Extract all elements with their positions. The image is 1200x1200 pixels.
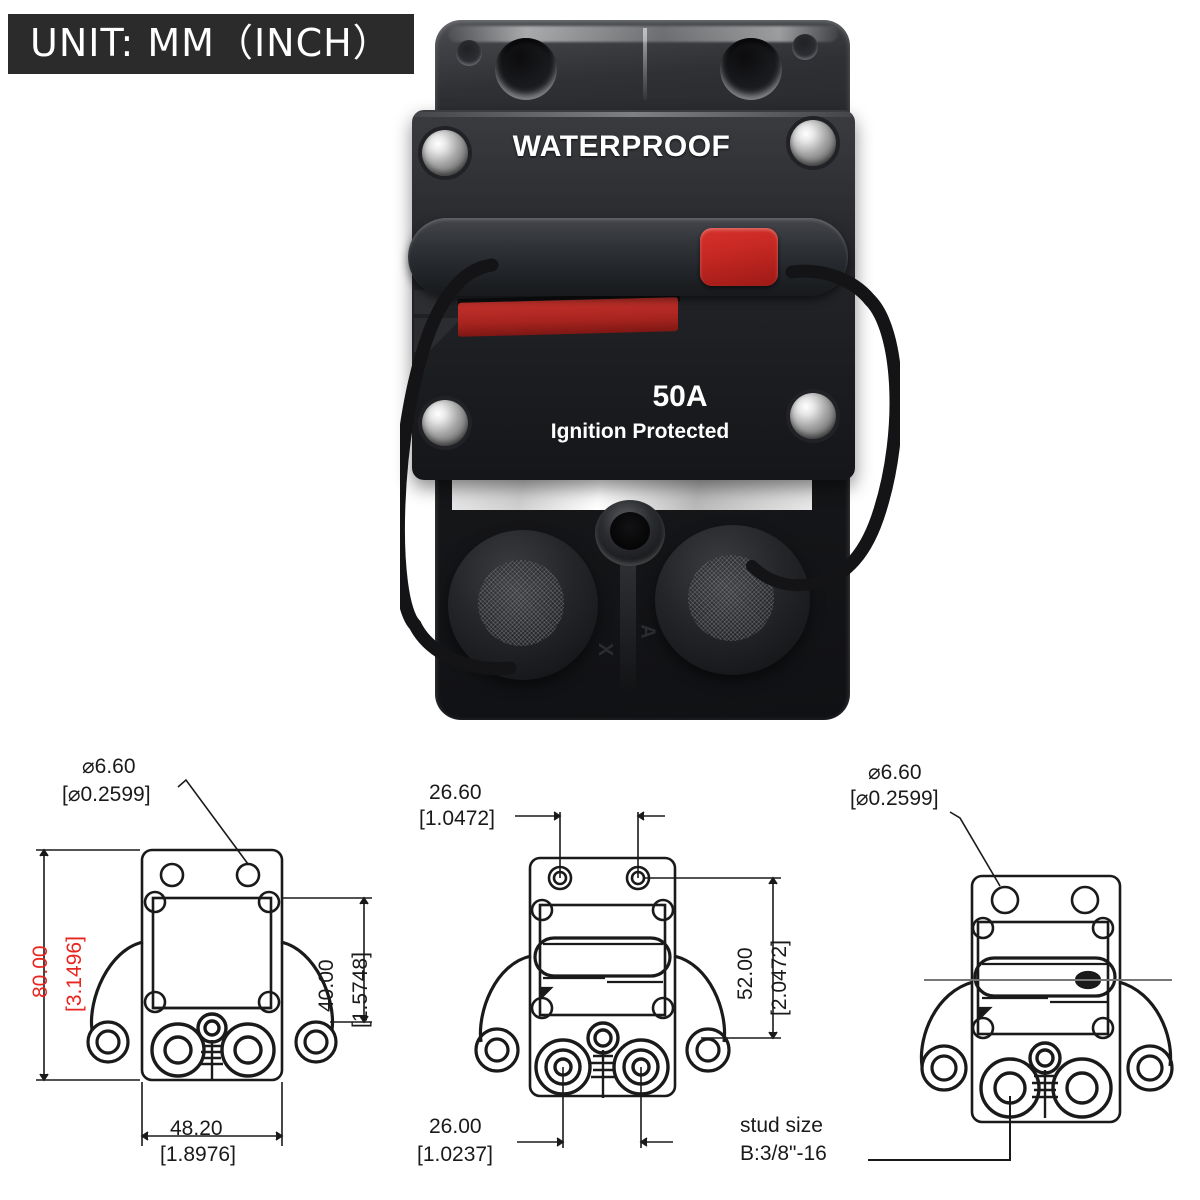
- breaker-housing-highlight: [412, 112, 855, 117]
- terminal-boot-left-texture: [478, 560, 564, 646]
- ignition-protected-label: Ignition Protected: [550, 420, 730, 443]
- plate-seam: [643, 28, 647, 100]
- front-hole-dia-mm: ⌀6.60: [82, 755, 136, 778]
- mid-bottom-offset-in: [1.0237]: [417, 1143, 493, 1166]
- technical-drawing-middle-view: 26.60 [1.0472] 52.00 [2.0472] 26.00 [1.0…: [415, 750, 815, 1200]
- right-hole-dia-mm: ⌀6.60: [868, 761, 922, 784]
- screw-bottom-left: [422, 400, 468, 446]
- front-height-mm: 80.00: [29, 945, 52, 998]
- plate-notch-left: [456, 40, 482, 66]
- right-view-svg: [868, 811, 1174, 1161]
- technical-drawing-front-view: ⌀6.60 [⌀0.2599] 80.00 [3.1496] 40.00 [1.…: [0, 750, 410, 1200]
- mid-top-offset-mm: 26.60: [429, 781, 482, 804]
- mid-bottom-offset-mm: 26.00: [429, 1115, 482, 1138]
- screw-bottom-right: [790, 393, 836, 439]
- waterproof-label: WATERPROOF: [512, 130, 731, 163]
- front-width-in: [1.8976]: [160, 1143, 236, 1166]
- mounting-hole-right: [720, 38, 782, 100]
- center-rib: [620, 560, 636, 690]
- mid-vertical-in: [2.0472]: [768, 940, 791, 1016]
- reset-button[interactable]: [700, 228, 778, 286]
- stud-size-note-line1: stud size: [740, 1114, 823, 1137]
- mid-top-offset-in: [1.0472]: [419, 807, 495, 830]
- screw-top-right: [790, 120, 836, 166]
- amperage-label: 50A: [652, 380, 708, 413]
- mounting-hole-left: [495, 38, 557, 100]
- screw-top-left: [422, 130, 468, 176]
- unit-badge: UNIT: MM（INCH）: [8, 14, 414, 74]
- front-hole-dia-in: [⌀0.2599]: [62, 783, 151, 806]
- front-view-svg: [36, 778, 372, 1146]
- product-photo: X A WATERPROOF 50A Ignition Protected: [400, 0, 900, 740]
- front-width-mm: 48.20: [170, 1117, 223, 1140]
- front-height-in: [3.1496]: [63, 936, 86, 1012]
- front-hole-spacing-in: [1.5748]: [349, 952, 372, 1028]
- plate-notch-right: [792, 34, 818, 60]
- technical-drawing-right-view: ⌀6.60 [⌀0.2599] stud size B:3/8"-16: [740, 750, 1200, 1200]
- middle-view-svg: [474, 811, 781, 1148]
- mid-vertical-mm: 52.00: [734, 947, 757, 1000]
- stud-size-note-line2: B:3/8"-16: [740, 1142, 827, 1165]
- center-ground-hole-bore: [610, 512, 650, 550]
- front-hole-spacing-mm: 40.00: [315, 959, 338, 1012]
- right-hole-dia-in: [⌀0.2599]: [850, 787, 939, 810]
- rubber-cable-loops: [400, 258, 900, 676]
